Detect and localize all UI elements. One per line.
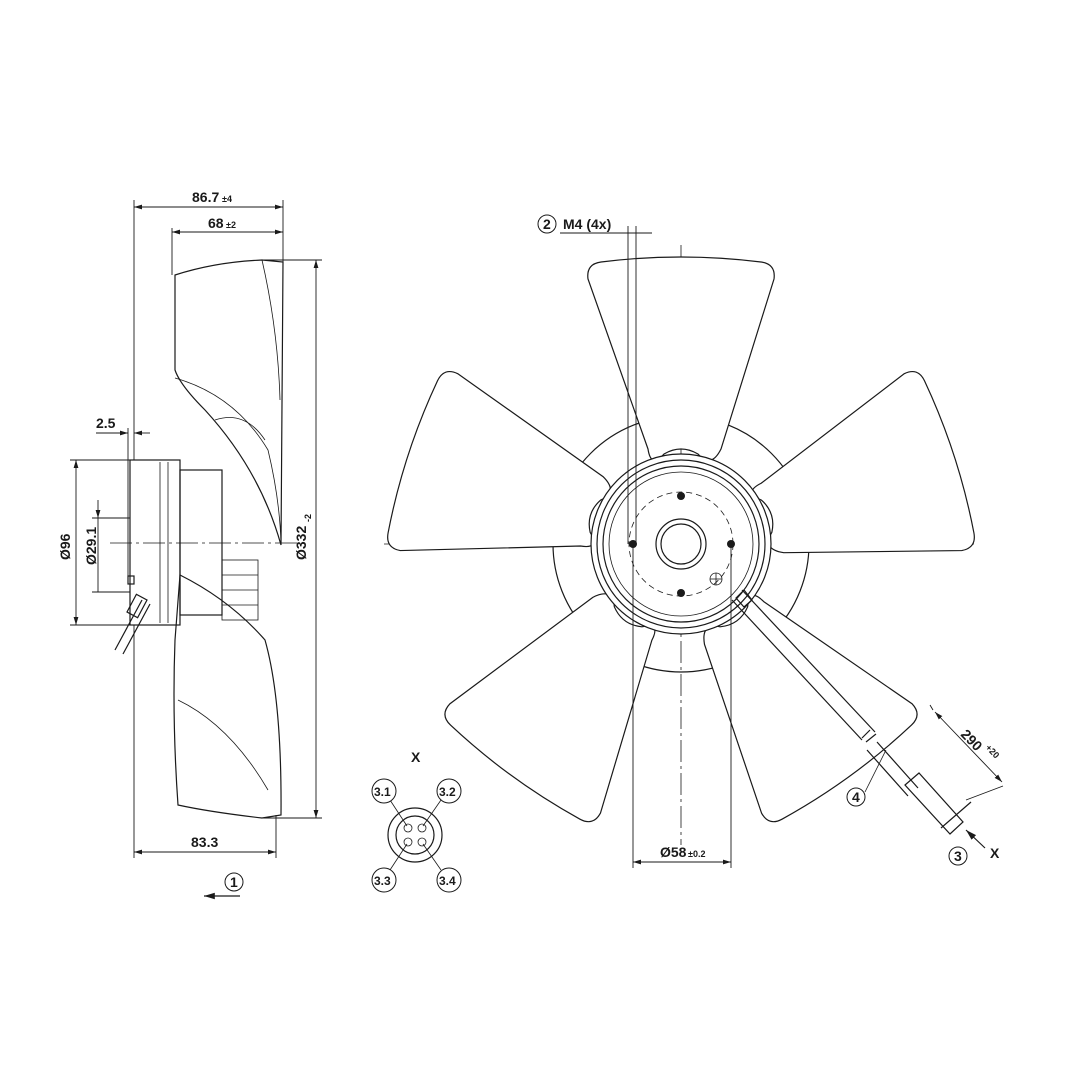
callout-3-4 (436, 867, 462, 893)
leader-3-3 (389, 843, 408, 871)
front-shaft-inner (660, 523, 702, 565)
callout-3-label: 3 (954, 848, 962, 864)
side-cable-2 (122, 603, 151, 655)
leader-3-1 (389, 799, 408, 827)
callout-2-label: 2 (543, 216, 551, 232)
callout-3-2-label: 3.2 (439, 785, 456, 799)
side-cable-gland (126, 593, 148, 619)
side-blade-upper-twist (174, 377, 282, 546)
side-blade-upper (174, 259, 284, 546)
dim-58-tol: ±0.2 (688, 849, 705, 859)
view-x-arrow (965, 829, 986, 849)
front-motor-ring-3 (602, 465, 760, 623)
connector-view-x: X 3.1 3.2 3.3 3.4 (371, 749, 462, 893)
side-motor-rotor (129, 459, 181, 626)
front-connector-plug (904, 772, 964, 835)
front-bolt-top (677, 492, 685, 500)
pin-3-4 (417, 837, 427, 847)
dim-290-tol: +20 (984, 742, 1002, 760)
callout-3 (948, 846, 968, 866)
connector-inner (395, 815, 435, 855)
dim-332-tol: -2 (303, 514, 313, 522)
screw-label: M4 (4x) (563, 216, 611, 232)
front-motor-ring-2 (596, 459, 766, 629)
dim-58-value: Ø58 (660, 844, 687, 860)
front-bolt-bottom (677, 589, 685, 597)
callout-2 (537, 214, 557, 234)
dim-68-value: 68 (208, 215, 224, 231)
dim-290-value: 290 (958, 726, 986, 754)
callout-4 (846, 787, 866, 807)
side-hub-dome (214, 417, 266, 441)
front-blade-2 (731, 366, 984, 608)
view-x-title: X (411, 749, 421, 765)
side-blade-lower (173, 574, 282, 819)
dim-68-tol: ±2 (226, 220, 236, 230)
pin-3-2 (417, 823, 427, 833)
leader-3-4 (422, 843, 442, 871)
front-connector-end (940, 801, 972, 829)
front-shaft-bore (655, 518, 707, 570)
ext-290-end (965, 785, 1004, 801)
callout-3-1-label: 3.1 (374, 785, 391, 799)
pin-3-3 (403, 837, 413, 847)
dim-332-value: Ø332 (293, 526, 309, 560)
callout-3-3 (371, 867, 397, 893)
front-cable (741, 589, 876, 733)
leader-4 (864, 749, 887, 793)
side-hub-body (179, 469, 223, 616)
dim-290 (934, 711, 1003, 783)
callout-3-4-label: 3.4 (439, 874, 456, 888)
front-blade-5 (378, 366, 631, 608)
dim-29-value: Ø29.1 (83, 527, 99, 565)
connector-outer (387, 807, 443, 863)
callout-1 (224, 872, 244, 892)
side-tab (127, 575, 135, 585)
ext-290-start (929, 704, 934, 711)
front-motor-ring-4 (608, 471, 754, 617)
side-blade-lower-twist (177, 699, 269, 791)
front-cable-gland (735, 589, 753, 608)
dim-2-5-value: 2.5 (96, 415, 116, 431)
leader-3-2 (422, 799, 442, 827)
dim-86-7-value: 86.7 (192, 189, 219, 205)
front-view: Ø58 ±0.2 2 M4 (4x) 290 +20 4 3 X (378, 214, 1004, 868)
side-blade-upper-edge (261, 259, 281, 401)
view-x-arrow-label: X (990, 845, 1000, 861)
front-cable-2 (731, 599, 863, 741)
front-blade-1 (587, 256, 775, 462)
callout-3-2 (436, 778, 462, 804)
dim-96-value: Ø96 (57, 533, 73, 560)
callout-4-label: 4 (852, 789, 860, 805)
callout-3-3-label: 3.3 (374, 874, 391, 888)
pin-3-1 (403, 823, 413, 833)
front-cable-break (861, 729, 877, 743)
dim-86-7-tol: ±4 (222, 194, 232, 204)
dim-83-3-value: 83.3 (191, 834, 218, 850)
side-view: 86.7 ±4 68 ±2 Ø332 -2 2.5 Ø96 Ø29.1 83 (57, 189, 322, 900)
callout-3-1 (371, 778, 397, 804)
callout-1-label: 1 (230, 874, 238, 890)
